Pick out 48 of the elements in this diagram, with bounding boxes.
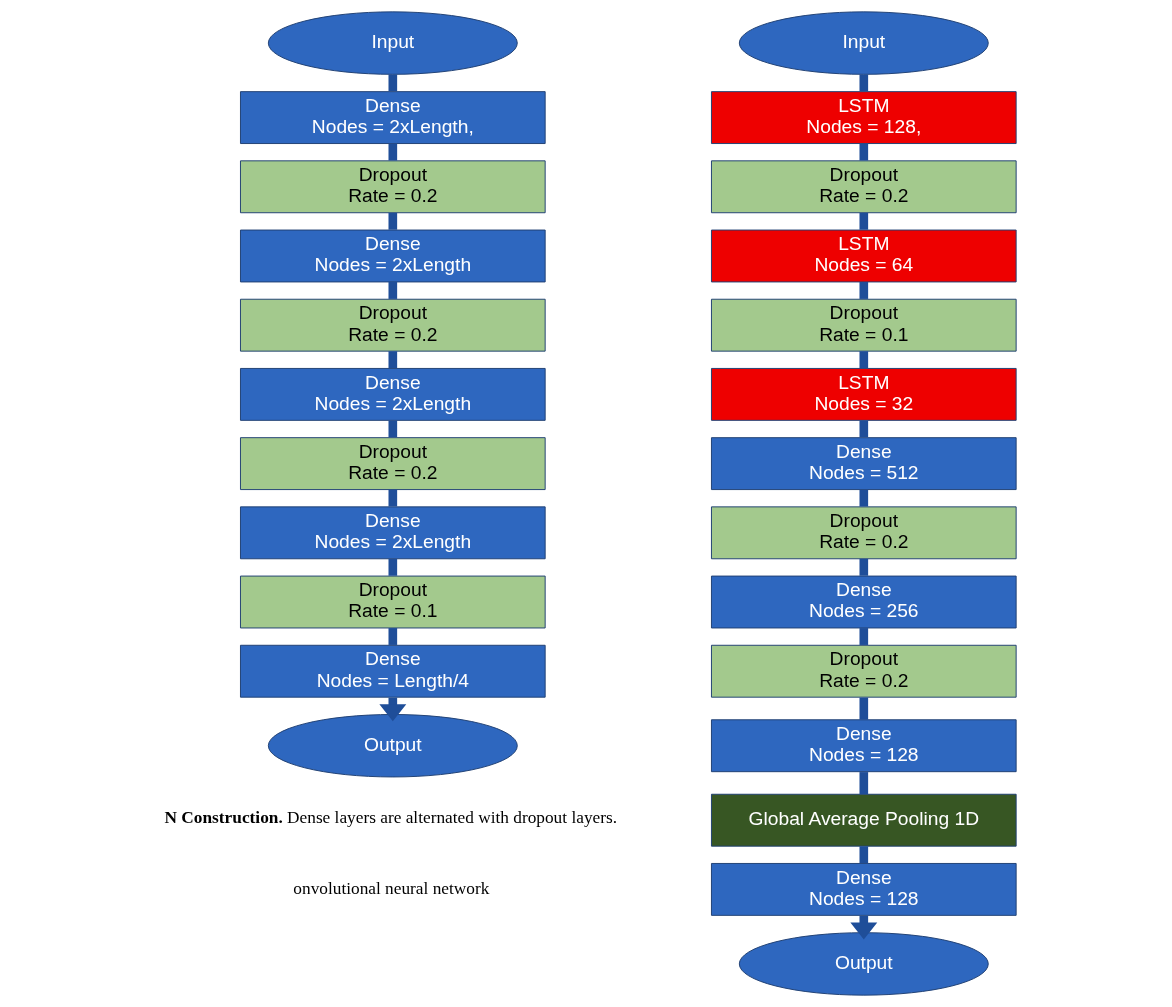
connector: [388, 74, 397, 92]
node-box: Dense Nodes = 256: [710, 575, 1017, 629]
connector: [388, 420, 397, 438]
node-box: Dense Nodes = 512: [710, 437, 1017, 491]
node-box: Dense Nodes = 128: [710, 719, 1017, 773]
node-box: Dropout Rate = 0.2: [710, 506, 1017, 560]
connector: [859, 628, 868, 645]
node-box: Dense Nodes = 2xLength: [239, 229, 546, 283]
connector: [388, 143, 397, 161]
node-box: Dropout Rate = 0.2: [710, 644, 1017, 698]
node-box: Dropout Rate = 0.2: [239, 298, 546, 352]
node-ellipse: Output: [267, 714, 518, 778]
label: N Construction. Dense layers are alternated with dropout layers.: [164, 808, 617, 828]
node-box: LSTM Nodes = 128,: [710, 91, 1017, 144]
connector: [859, 351, 868, 369]
connector: [388, 558, 397, 576]
node-box: Dense Nodes = Length/4: [239, 644, 546, 698]
node-box: Dense Nodes = 2xLength,: [239, 91, 546, 144]
connector: [859, 74, 868, 92]
connector: [859, 143, 868, 161]
connector: [388, 212, 397, 230]
connector: [388, 628, 397, 645]
connector: [859, 846, 868, 864]
node-ellipse: Input: [267, 11, 518, 75]
node-ellipse: Output: [738, 932, 989, 996]
connector: [388, 351, 397, 369]
node-box: Dropout Rate = 0.1: [710, 298, 1017, 352]
node-box: Dropout Rate = 0.2: [239, 437, 546, 491]
connector: [859, 697, 868, 720]
label: onvolutional neural network: [292, 878, 489, 898]
connector: [859, 282, 868, 299]
connector: [859, 212, 868, 230]
connector: [859, 420, 868, 438]
node-box: Dropout Rate = 0.2: [239, 160, 546, 214]
node-box: LSTM Nodes = 32: [710, 367, 1017, 421]
connector: [388, 489, 397, 507]
connector: [859, 772, 868, 795]
node-box: LSTM Nodes = 64: [710, 229, 1017, 283]
node-ellipse: Input: [738, 11, 989, 75]
node-box: Global Average Pooling 1D: [710, 793, 1017, 847]
node-box: Dense Nodes = 128: [710, 863, 1017, 916]
connector: [859, 489, 868, 507]
node-box: Dropout Rate = 0.1: [239, 575, 546, 629]
node-box: Dense Nodes = 2xLength: [239, 367, 546, 421]
connector: [859, 558, 868, 576]
node-box: Dropout Rate = 0.2: [710, 160, 1017, 214]
connector: [388, 282, 397, 299]
node-box: Dense Nodes = 2xLength: [239, 506, 546, 560]
